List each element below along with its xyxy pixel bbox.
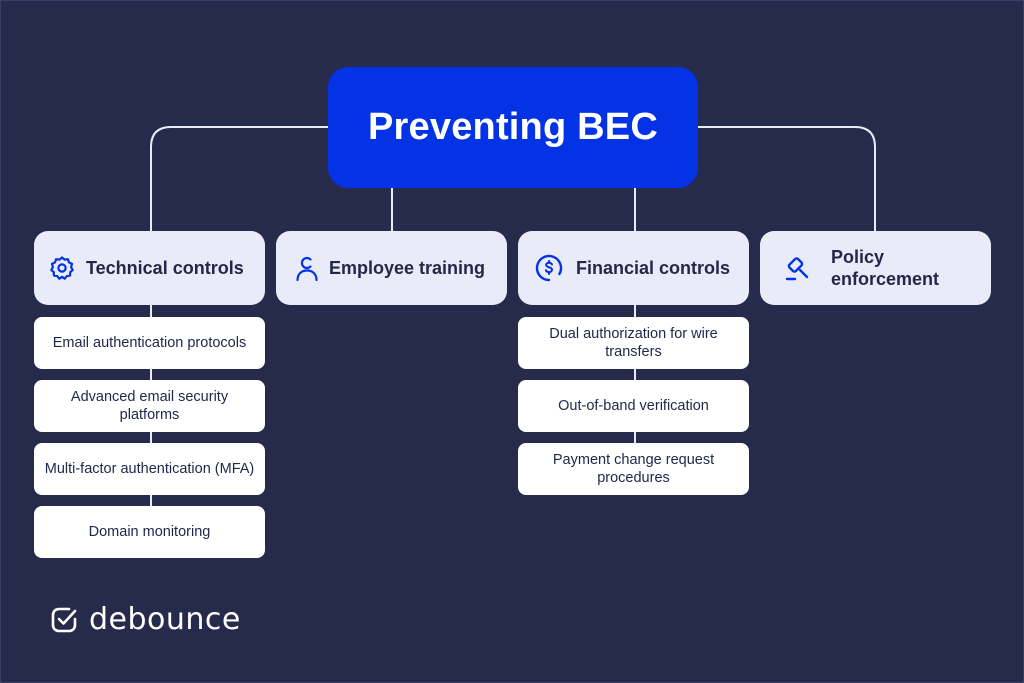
gavel-icon xyxy=(783,253,813,283)
subitem-mfa: Multi-factor authentication (MFA) xyxy=(34,443,265,495)
subitem-out-of-band-verification: Out-of-band verification xyxy=(518,380,749,432)
category-label: Policy enforcement xyxy=(831,247,940,289)
subitem-email-authentication-protocols: Email authentication protocols xyxy=(34,317,265,369)
category-financial-controls: Financial controls xyxy=(518,231,749,305)
brand-logo: debounce xyxy=(49,605,241,635)
category-label: Employee training xyxy=(329,258,486,278)
root-node-title: Preventing BEC xyxy=(328,67,698,188)
dollar-circle-icon xyxy=(534,253,564,283)
brand-name: debounce xyxy=(89,602,241,637)
gear-icon xyxy=(47,253,77,283)
subitem-dual-authorization: Dual authorization for wire transfers xyxy=(518,317,749,369)
category-technical-controls: Technical controls xyxy=(34,231,265,305)
subitem-payment-change-procedures: Payment change request procedures xyxy=(518,443,749,495)
category-label: Technical controls xyxy=(86,258,244,278)
category-employee-training: Employee training xyxy=(276,231,507,305)
category-label: Financial controls xyxy=(576,258,731,278)
check-badge-icon xyxy=(49,605,79,635)
subitem-domain-monitoring: Domain monitoring xyxy=(34,506,265,558)
user-icon xyxy=(292,253,322,283)
subitem-advanced-email-security: Advanced email security platforms xyxy=(34,380,265,432)
category-policy-enforcement: Policy enforcement xyxy=(760,231,991,305)
